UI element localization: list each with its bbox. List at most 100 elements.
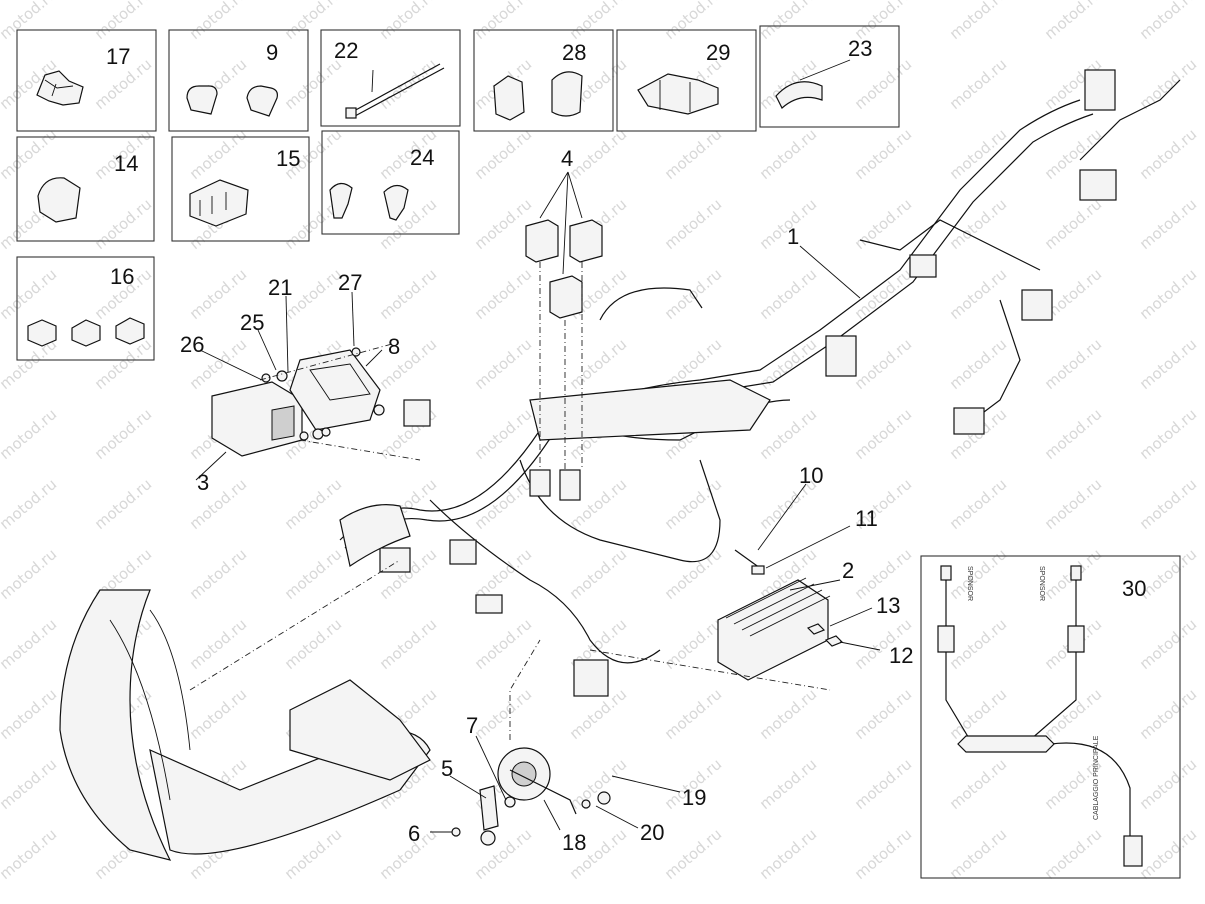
watermark-text: motod.ru: [376, 55, 440, 113]
inset-box-16: 16: [16, 256, 155, 361]
relay-group-4: [525, 171, 603, 470]
watermark-text: motod.ru: [756, 685, 820, 743]
watermark-text: motod.ru: [376, 615, 440, 673]
watermark-text: motod.ru: [661, 545, 725, 603]
callout-30: 30: [1122, 576, 1146, 601]
inset-label-28: 28: [562, 40, 586, 65]
callout-3: 3: [197, 470, 209, 495]
watermark-text: motod.ru: [851, 265, 915, 323]
watermark-text: motod.ru: [376, 265, 440, 323]
leader-lines: [195, 245, 881, 833]
watermark-text: motod.ru: [661, 825, 725, 883]
watermark-text: motod.ru: [0, 265, 60, 323]
callout-5: 5: [441, 756, 453, 781]
watermark-text: motod.ru: [946, 685, 1010, 743]
watermark-text: motod.ru: [756, 0, 820, 43]
callout-6: 6: [408, 821, 420, 846]
watermark-text: motod.ru: [1136, 685, 1200, 743]
watermark-text: motod.ru: [471, 125, 535, 183]
watermark-text: motod.ru: [566, 0, 630, 43]
watermark-text: motod.ru: [471, 265, 535, 323]
inset-label-16: 16: [110, 264, 134, 289]
inset30-sponsor-text-b: SPONSOR: [1038, 566, 1045, 601]
watermark-text: motod.ru: [91, 475, 155, 533]
watermark-text: motod.ru: [0, 335, 60, 393]
inset-box-22: 22: [320, 29, 461, 127]
watermark-text: motod.ru: [946, 195, 1010, 253]
watermark-text: motod.ru: [566, 545, 630, 603]
callout-20: 20: [640, 820, 664, 845]
inset-box-14: 14: [16, 136, 155, 242]
watermark-text: motod.ru: [946, 335, 1010, 393]
callout-4: 4: [561, 146, 573, 171]
main-wiring-harness: [339, 69, 1181, 697]
inset-label-23: 23: [848, 36, 872, 61]
watermark-text: motod.ru: [186, 615, 250, 673]
watermark-text: motod.ru: [186, 0, 250, 43]
callout-numbers: 1 2 3 4 5 6 7 8 10 11 12 13 18 19 20 21 …: [180, 146, 1146, 855]
watermark-text: motod.ru: [851, 55, 915, 113]
inset-label-17: 17: [106, 44, 130, 69]
watermark-text: motod.ru: [946, 825, 1010, 883]
watermark-text: motod.ru: [91, 195, 155, 253]
watermark-text: motod.ru: [0, 475, 60, 533]
watermark-text: motod.ru: [471, 685, 535, 743]
watermark-text: motod.ru: [1136, 125, 1200, 183]
inset-box-29: 29: [616, 29, 757, 132]
watermark-text: motod.ru: [661, 615, 725, 673]
watermark-text: motod.ru: [1041, 0, 1105, 43]
watermark-text: motod.ru: [471, 335, 535, 393]
inset-box-23: 23: [759, 25, 900, 128]
watermark-text: motod.ru: [0, 755, 60, 813]
watermark-text: motod.ru: [91, 0, 155, 43]
callout-11: 11: [855, 506, 878, 531]
callout-19: 19: [682, 785, 706, 810]
watermark-text: motod.ru: [851, 755, 915, 813]
watermark-text: motod.ru: [1136, 335, 1200, 393]
inset-box-30: SPONSOR SPONSOR CABLAGGIO PRINCIPALE: [920, 555, 1181, 879]
callout-12: 12: [889, 643, 913, 668]
watermark-text: motod.ru: [566, 125, 630, 183]
watermark-text: motod.ru: [1136, 405, 1200, 463]
watermark-text: motod.ru: [1136, 615, 1200, 673]
callout-18: 18: [562, 830, 586, 855]
watermark-text: motod.ru: [756, 265, 820, 323]
inset30-sponsor-text-a: SPONSOR: [966, 566, 973, 601]
headlight-assembly: [59, 559, 431, 861]
callout-10: 10: [799, 463, 823, 488]
watermark-text: motod.ru: [1136, 55, 1200, 113]
watermark-text: motod.ru: [851, 195, 915, 253]
watermark-text: motod.ru: [566, 755, 630, 813]
watermark-text: motod.ru: [471, 545, 535, 603]
horn-assembly: [451, 639, 611, 846]
watermark-text: motod.ru: [1136, 755, 1200, 813]
watermark-text: motod.ru: [186, 125, 250, 183]
watermark-text: motod.ru: [91, 405, 155, 463]
watermark-text: motod.ru: [756, 825, 820, 883]
inset-label-9: 9: [266, 40, 278, 65]
watermark-text: motod.ru: [0, 0, 60, 43]
watermark-text: motod.ru: [1041, 825, 1105, 883]
watermark-text: motod.ru: [0, 405, 60, 463]
watermark-text: motod.ru: [1041, 195, 1105, 253]
watermark-text: motod.ru: [1136, 195, 1200, 253]
watermark-text: motod.ru: [756, 125, 820, 183]
watermark-text: motod.ru: [946, 755, 1010, 813]
watermark-text: motod.ru: [1041, 405, 1105, 463]
callout-1: 1: [787, 224, 799, 249]
watermark-text: motod.ru: [946, 545, 1010, 603]
watermark-text: motod.ru: [851, 335, 915, 393]
watermark-text: motod.ru: [376, 0, 440, 43]
watermark-text: motod.ru: [91, 335, 155, 393]
watermark-text: motod.ru: [661, 125, 725, 183]
callout-27: 27: [338, 270, 362, 295]
watermark-text: motod.ru: [851, 125, 915, 183]
inset-label-29: 29: [706, 40, 730, 65]
watermark-text: motod.ru: [756, 755, 820, 813]
watermark-text: motod.ru: [186, 475, 250, 533]
watermark-text: motod.ru: [946, 265, 1010, 323]
callout-25: 25: [240, 310, 264, 335]
callout-26: 26: [180, 332, 204, 357]
watermark-text: motod.ru: [851, 685, 915, 743]
